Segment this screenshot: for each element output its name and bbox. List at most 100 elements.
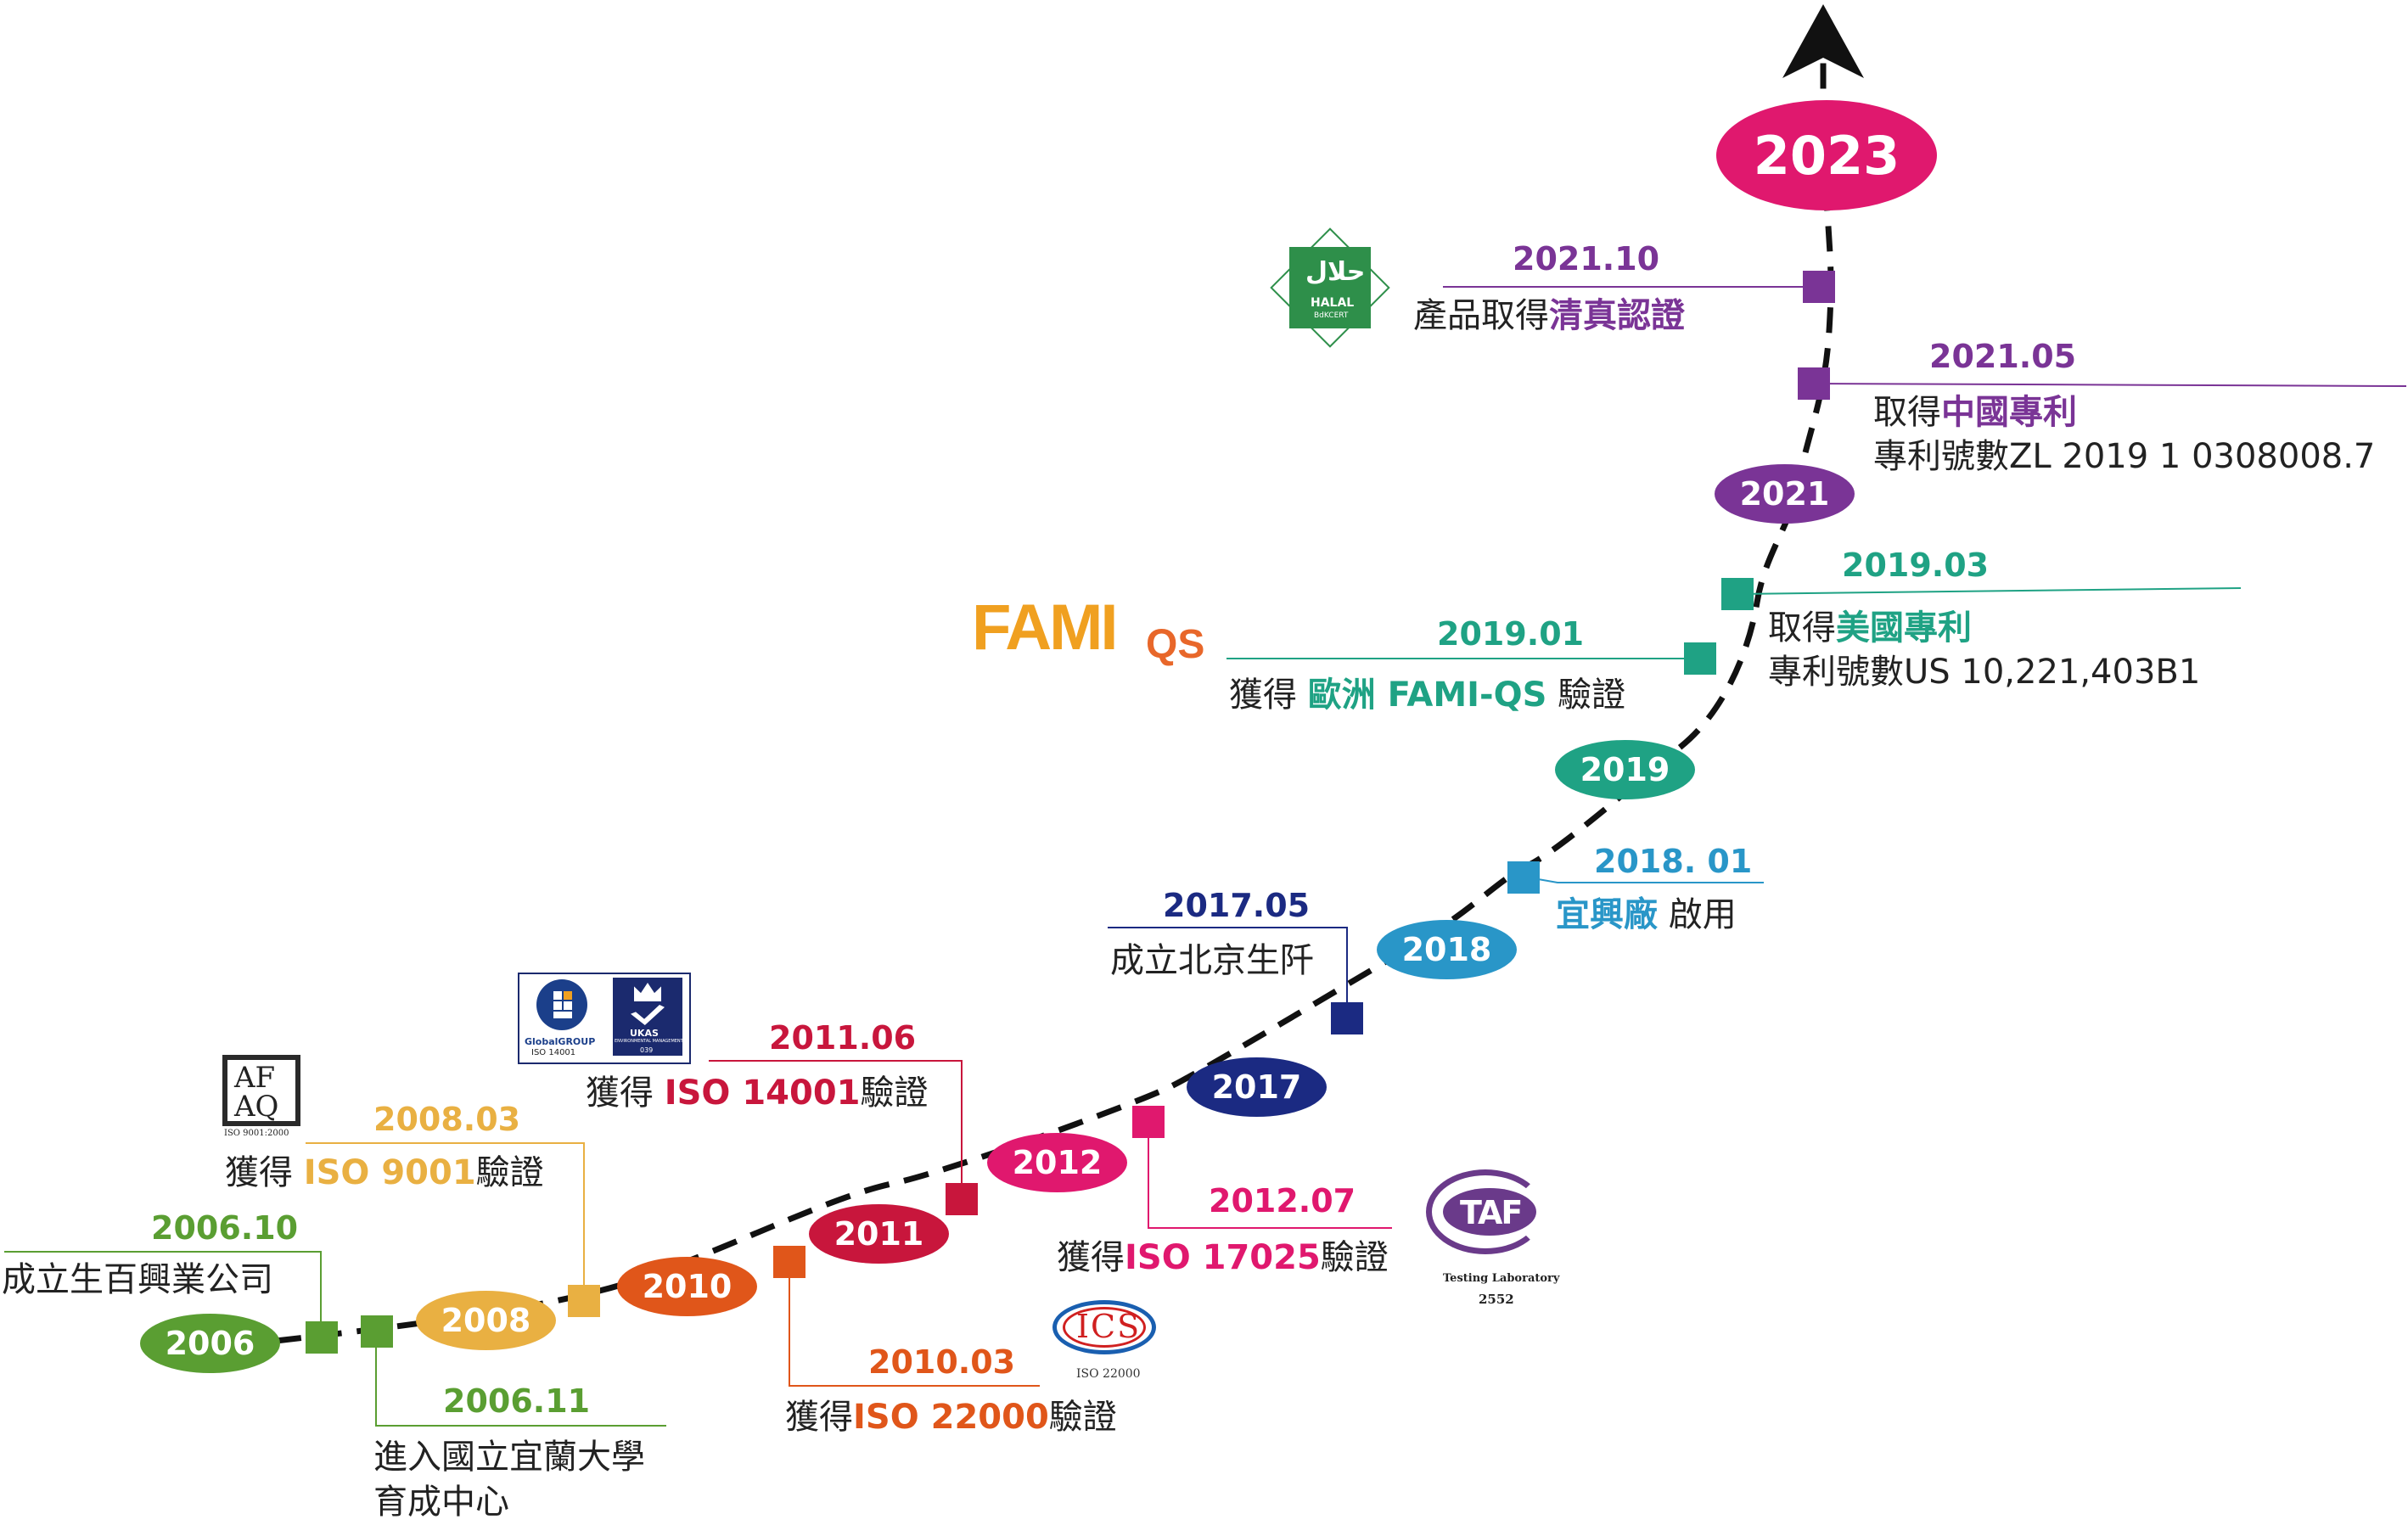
halal-logo: حلال HALAL BdKCERT <box>1270 227 1390 348</box>
event-highlight: 宜興廠 <box>1556 895 1658 934</box>
connector-2019-03 <box>1737 587 2242 595</box>
connector-2017-05 <box>1108 927 1348 1018</box>
milestone-marker <box>1803 271 1835 303</box>
year-2006: 2006 <box>140 1314 280 1373</box>
event-highlight: ISO 14001 <box>664 1074 861 1113</box>
afaq-bottom-text: AQ <box>234 1090 279 1124</box>
event-text: 獲得ISO 22000驗證 <box>785 1400 1117 1434</box>
connector-2010-03 <box>789 1262 1040 1387</box>
afaq-caption: ISO 9001:2000 <box>224 1129 289 1138</box>
halal-arabic: حلال <box>1305 257 1366 287</box>
event-date: 2018. 01 <box>1594 843 1753 880</box>
timeline-path <box>275 51 1834 1344</box>
event-date: 2011.06 <box>769 1019 917 1057</box>
event-text-prefix: 獲得 <box>1229 676 1308 715</box>
event-text-prefix: 取得 <box>1768 608 1836 648</box>
event-text: 獲得 歐洲 FAMI-QS 驗證 <box>1229 678 1625 712</box>
milestone-marker <box>773 1246 805 1278</box>
event-text: 取得美國專利 <box>1768 611 1972 645</box>
year-2021: 2021 <box>1715 464 1855 524</box>
event-text-prefix: 獲得 <box>586 1074 665 1113</box>
event-text: 專利號數ZL 2019 1 0308008.7 <box>1873 437 2376 476</box>
event-text-suffix: 驗證 <box>1320 1238 1389 1277</box>
connector-2012-07 <box>1148 1122 1392 1229</box>
ukas-number: 039 <box>640 1046 654 1054</box>
year-2019: 2019 <box>1555 740 1695 799</box>
afaq-logo: AF AQ ISO 9001:2000 <box>219 1055 304 1141</box>
year-2018: 2018 <box>1377 920 1517 979</box>
event-date: 2021.05 <box>1929 338 2077 375</box>
halal-sub: BdKCERT <box>1314 311 1349 320</box>
milestone-marker <box>1721 578 1754 610</box>
event-date: 2006.10 <box>151 1209 299 1247</box>
year-2017: 2017 <box>1187 1057 1327 1117</box>
ics-logo: ICS ISO 22000 <box>1051 1297 1161 1390</box>
event-date: 2021.10 <box>1513 240 1660 278</box>
event-text-prefix: 產品取得 <box>1413 296 1549 335</box>
year-2008: 2008 <box>416 1291 556 1350</box>
event-text: 獲得 ISO 14001驗證 <box>586 1076 929 1110</box>
afaq-top-text: AF <box>234 1061 276 1095</box>
event-text: 進入國立宜蘭大學 <box>373 1438 645 1477</box>
event-text: 宜興廠 啟用 <box>1556 898 1737 932</box>
year-2010: 2010 <box>617 1257 757 1316</box>
event-text-suffix: 驗證 <box>1546 676 1626 715</box>
event-highlight: 中國專利 <box>1941 393 2077 432</box>
event-text: 育成中心 <box>373 1483 509 1522</box>
globalgroup-brand: GlobalGROUP <box>525 1036 596 1047</box>
milestone-marker <box>568 1285 600 1317</box>
year-2023: 2023 <box>1716 100 1937 210</box>
arrow-head-icon <box>1782 4 1864 78</box>
milestone-marker <box>1684 642 1716 675</box>
event-text-suffix: 驗證 <box>475 1153 544 1192</box>
milestone-marker <box>1132 1106 1165 1138</box>
event-text: 取得中國專利 <box>1873 395 2077 429</box>
event-highlight: ISO 17025 <box>1125 1238 1321 1277</box>
taf-line2: 2552 <box>1479 1292 1514 1307</box>
event-text: 成立生百興業公司 <box>2 1260 273 1299</box>
year-2011: 2011 <box>809 1204 949 1264</box>
milestone-marker <box>361 1315 393 1348</box>
event-text: 獲得ISO 17025驗證 <box>1057 1241 1389 1275</box>
event-highlight: ISO 9001 <box>303 1153 476 1192</box>
event-text-suffix: 驗證 <box>1048 1398 1117 1437</box>
event-highlight: ISO 22000 <box>853 1398 1049 1437</box>
event-text-suffix: 驗證 <box>860 1074 929 1113</box>
event-date: 2008.03 <box>373 1101 521 1138</box>
connector-2006-11 <box>375 1345 666 1427</box>
milestone-marker <box>1507 861 1540 894</box>
event-text: 產品取得清真認證 <box>1413 299 1685 333</box>
event-date: 2017.05 <box>1163 887 1311 924</box>
connector-2021-05 <box>1816 383 2407 387</box>
taf-mark: TAF <box>1460 1194 1523 1231</box>
event-text: 獲得 ISO 9001驗證 <box>225 1156 544 1190</box>
event-text-prefix: 獲得 <box>225 1153 304 1192</box>
event-text: 專利號數US 10,221,403B1 <box>1768 653 2201 692</box>
connector-2006-10 <box>4 1251 322 1337</box>
event-highlight: 美國專利 <box>1836 608 1972 648</box>
famiqs-logo: FAMI QS <box>972 594 1218 670</box>
connector-2011-06 <box>709 1060 963 1198</box>
milestone-marker <box>946 1183 978 1215</box>
milestone-marker <box>1798 367 1830 400</box>
globalgroup-standard: ISO 14001 <box>531 1048 576 1057</box>
event-date: 2006.11 <box>443 1382 591 1420</box>
event-date: 2019.01 <box>1437 615 1585 653</box>
globalgroup-ukas-logo: GlobalGROUP ISO 14001 UKAS ENVIRONMENTAL… <box>518 973 691 1064</box>
taf-logo: TAF Testing Laboratory 2552 <box>1409 1169 1579 1314</box>
halal-word: HALAL <box>1311 296 1355 310</box>
event-date: 2010.03 <box>868 1343 1016 1381</box>
connector-2008-03 <box>306 1142 585 1301</box>
event-text-suffix: 啟用 <box>1658 895 1737 934</box>
famiqs-sub: QS <box>1146 622 1205 667</box>
taf-line1: Testing Laboratory <box>1443 1272 1560 1285</box>
ics-mark: ICS <box>1076 1308 1142 1345</box>
event-text-prefix: 獲得 <box>785 1398 853 1437</box>
ukas-sub: ENVIRONMENTAL MANAGEMENT <box>615 1039 683 1044</box>
milestone-marker <box>1331 1002 1363 1034</box>
year-2012: 2012 <box>987 1133 1127 1192</box>
event-text: 成立北京生阡 <box>1110 941 1314 980</box>
event-highlight: 清真認證 <box>1549 296 1685 335</box>
